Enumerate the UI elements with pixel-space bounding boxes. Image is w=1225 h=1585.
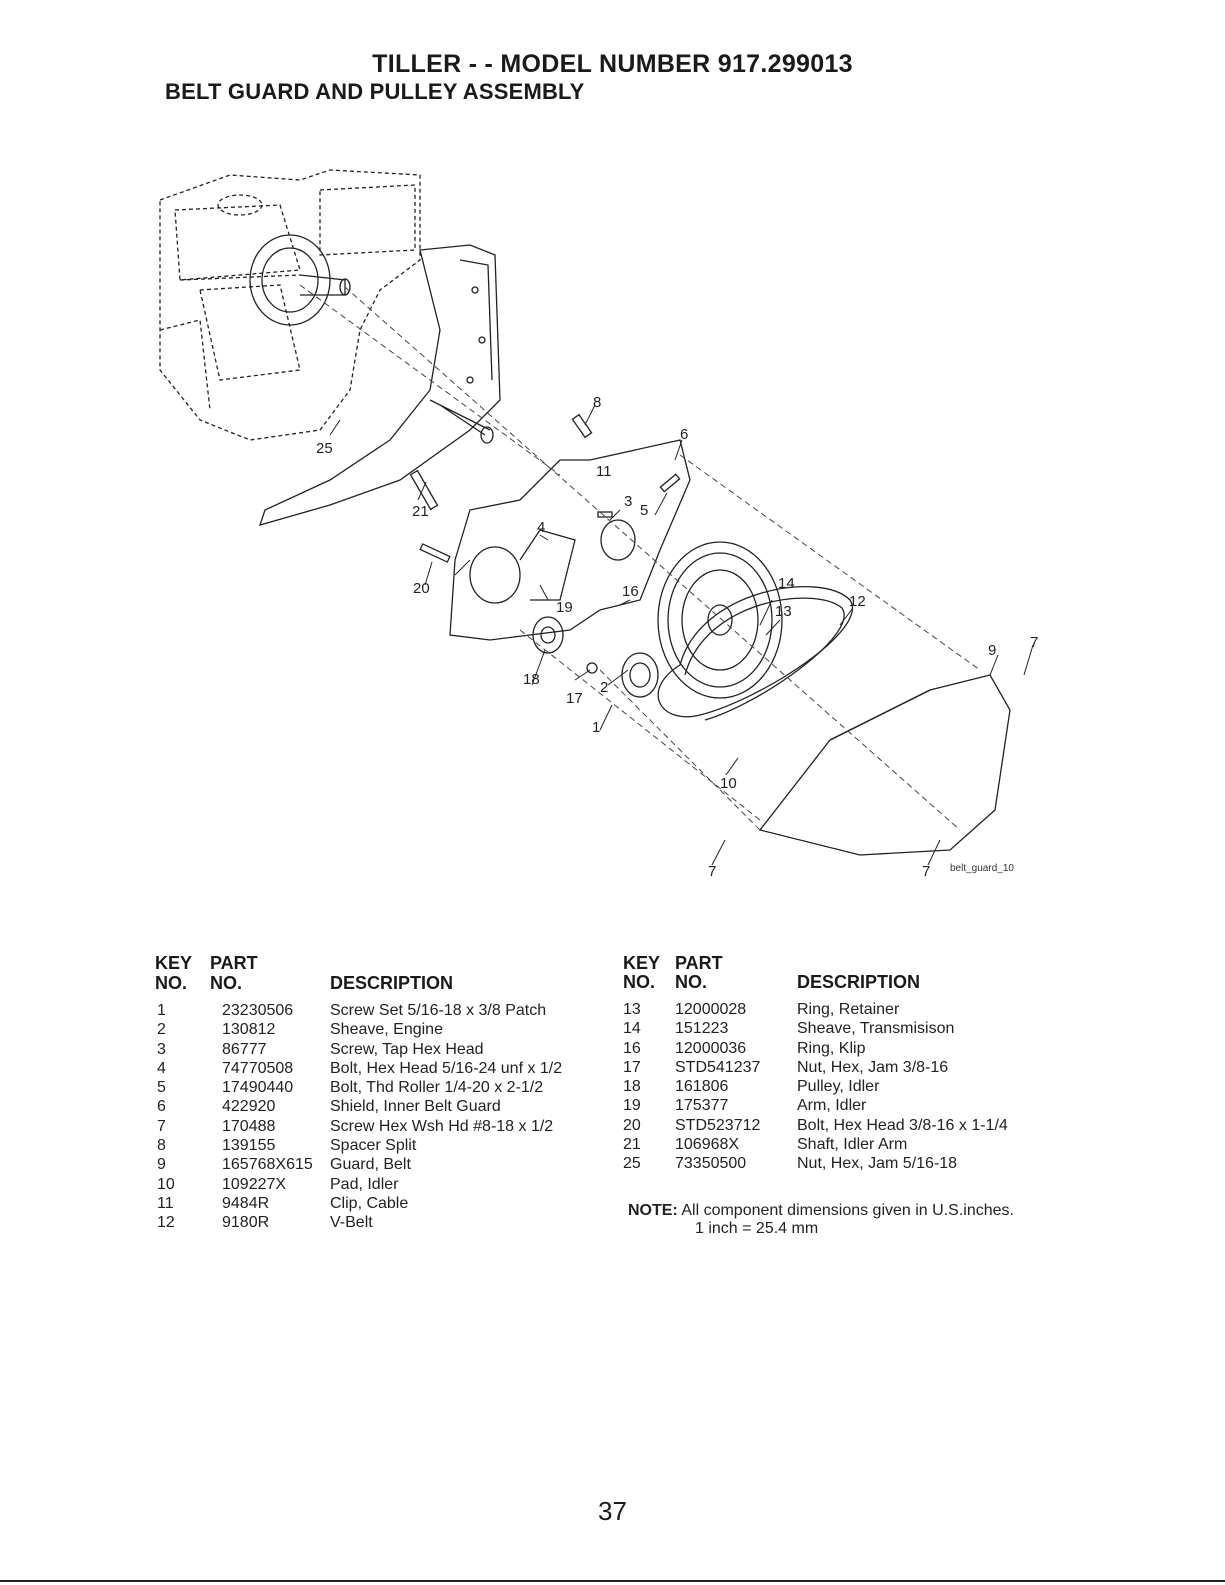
callout-10: 10 (720, 775, 737, 792)
callout-7c: 7 (922, 863, 930, 880)
mounting-bracket (258, 244, 501, 526)
callout-7a: 7 (1030, 634, 1038, 651)
callout-1: 1 (592, 719, 600, 736)
callout-14: 14 (778, 575, 795, 592)
right-description-header: DESCRIPTION (797, 972, 921, 992)
right-key-no-header: NO. (623, 972, 656, 992)
callout-21: 21 (412, 503, 429, 520)
engine-sheave (621, 652, 659, 698)
callout-25: 25 (316, 440, 333, 457)
callout-11: 11 (596, 463, 612, 480)
left-part-header: PART (210, 953, 258, 973)
exploded-parts-diagram: 25 8 6 11 21 3 5 4 20 19 16 14 13 12 9 7… (159, 169, 1038, 880)
right-part-no-header: NO. (675, 972, 708, 992)
note-text: All component dimensions given in U.S.in… (677, 1202, 1014, 1219)
callout-6: 6 (680, 426, 688, 443)
callout-9: 9 (988, 642, 996, 659)
callout-17: 17 (566, 690, 583, 707)
callout-3: 3 (624, 493, 632, 510)
callout-5: 5 (640, 502, 648, 519)
note-label: NOTE: (628, 1202, 678, 1219)
callout-19: 19 (556, 599, 573, 616)
belt-guard (758, 674, 1011, 856)
left-description-header: DESCRIPTION (330, 973, 454, 993)
callout-20: 20 (413, 580, 430, 597)
image-reference: belt_guard_10 (950, 863, 1014, 874)
left-key-header: KEY (155, 953, 193, 973)
callout-2: 2 (600, 679, 608, 696)
left-part-no-header: NO. (210, 973, 243, 993)
left-key-no-header: NO. (155, 973, 188, 993)
conversion-note: 1 inch = 25.4 mm (695, 1220, 819, 1237)
callout-4: 4 (537, 519, 545, 536)
callout-12: 12 (849, 593, 866, 610)
page-number: 37 (598, 1496, 627, 1526)
callout-8: 8 (593, 394, 601, 411)
callout-7b: 7 (708, 863, 716, 880)
right-part-header: PART (675, 953, 723, 973)
callout-13: 13 (775, 603, 792, 620)
bottom-rule (0, 1580, 1225, 1582)
right-key-header: KEY (623, 953, 661, 973)
dimension-note: NOTE: All component dimensions given in … (628, 1201, 1014, 1220)
engine-outline (159, 169, 421, 441)
inner-shield (449, 439, 691, 641)
callout-18: 18 (523, 671, 540, 688)
transmission-sheave (657, 541, 783, 699)
page-title: TILLER - - MODEL NUMBER 917.299013 (372, 50, 853, 78)
idler-pulley (532, 616, 564, 654)
section-subtitle: BELT GUARD AND PULLEY ASSEMBLY (165, 79, 585, 104)
callout-16: 16 (622, 583, 639, 600)
